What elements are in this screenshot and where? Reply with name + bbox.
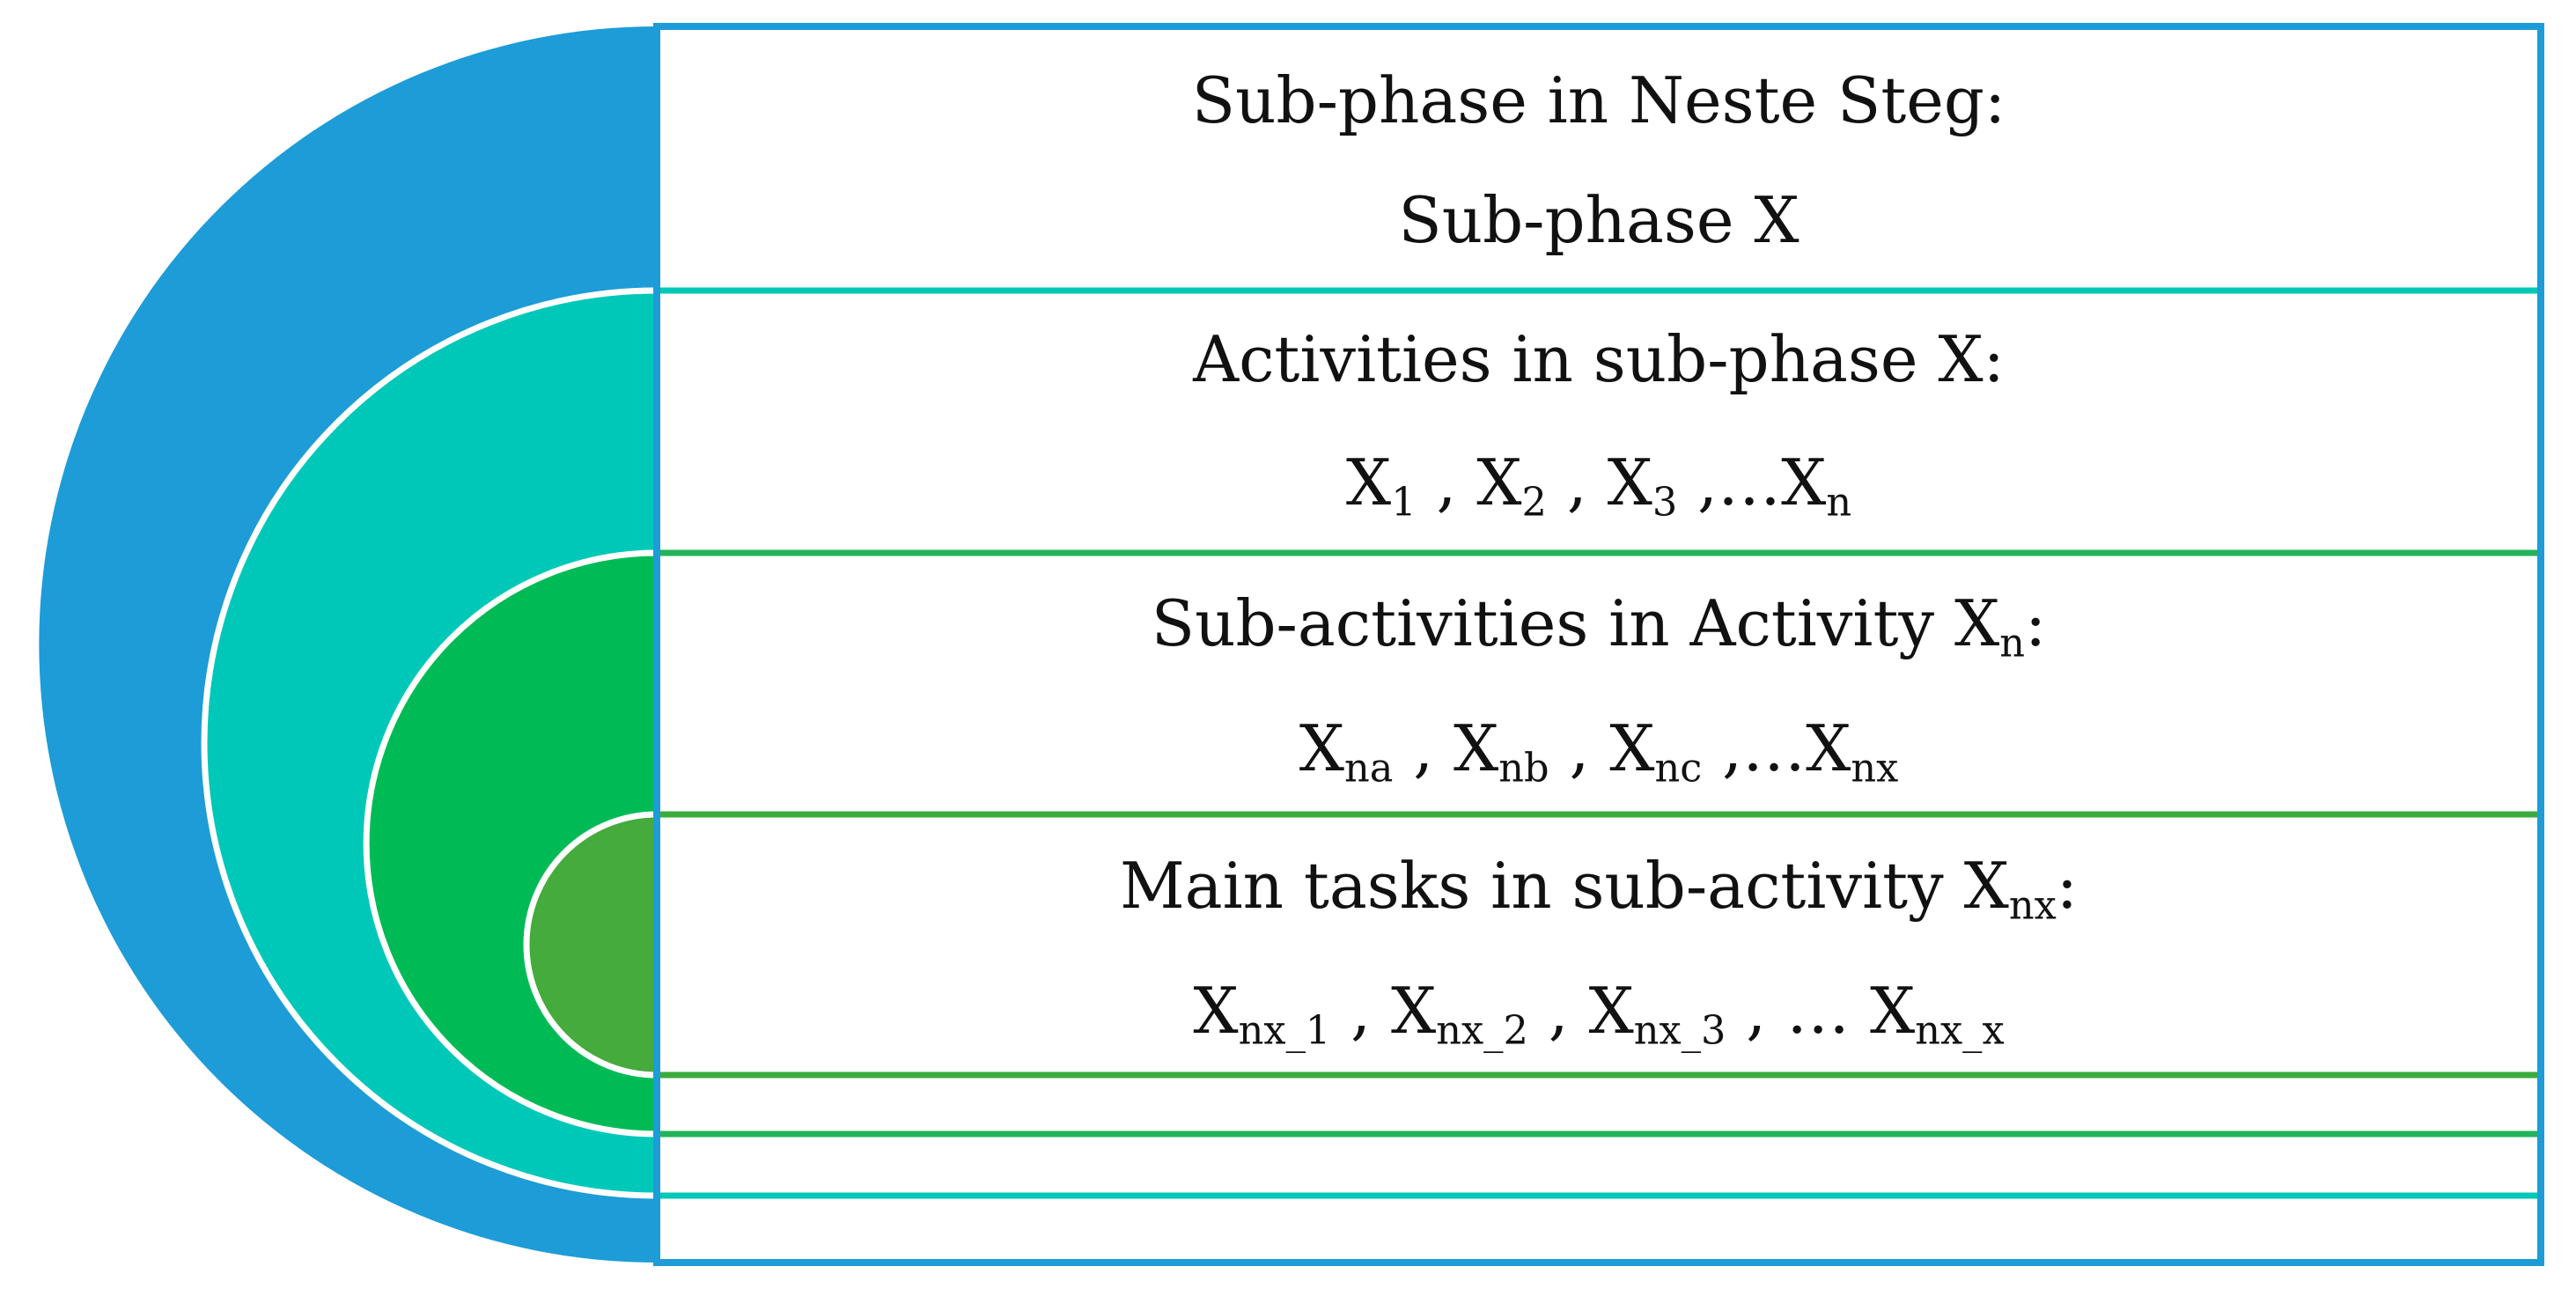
separator: ,	[1549, 711, 1610, 785]
variable-subscript: nb	[1498, 745, 1549, 792]
variable: X	[1299, 711, 1344, 785]
subphase-value: Sub-phase X	[1398, 183, 1800, 257]
variable-subscript: nx_2	[1436, 1007, 1528, 1054]
label-text: Main tasks in sub-activity	[1119, 849, 1964, 923]
variable-subscript: 3	[1652, 479, 1678, 526]
activities-list: X1 , X2 , X3 ,…Xn	[657, 451, 2541, 522]
subactivities-title: Sub-activities in Activity Xn:	[657, 592, 2541, 663]
label-text: :	[2024, 586, 2047, 660]
maintasks-semicircle	[523, 811, 660, 1079]
variable: X	[1609, 711, 1655, 785]
variable: X	[1345, 446, 1392, 519]
separator: , …	[1726, 974, 1870, 1048]
separator: ,	[1393, 711, 1454, 785]
variable: X	[1454, 711, 1499, 785]
label-text: :	[2056, 849, 2079, 923]
variable-subscript: nx	[2008, 882, 2057, 929]
variable-subscript: nx_1	[1238, 1007, 1331, 1054]
variable-subscript: nx_3	[1633, 1007, 1726, 1054]
variable: X	[1963, 849, 2009, 923]
variable-subscript: 1	[1391, 479, 1417, 526]
variable: X	[1476, 446, 1522, 519]
variable-subscript: n	[1999, 620, 2025, 666]
separator: ,	[1416, 446, 1477, 519]
variable: X	[1954, 586, 2000, 660]
separator: ,	[1330, 974, 1391, 1048]
variable-subscript: nx_x	[1915, 1007, 2005, 1054]
subactivities-list: Xna , Xnb , Xnc ,…Xnx	[657, 717, 2541, 788]
variable-subscript: nc	[1654, 745, 1703, 792]
maintasks-list: Xnx_1 , Xnx_2 , Xnx_3 , … Xnx_x	[657, 979, 2541, 1050]
variable-subscript: nx	[1851, 745, 1899, 792]
variable: X	[1390, 974, 1437, 1048]
variable: X	[1869, 974, 1916, 1048]
variable-subscript: n	[1826, 479, 1852, 526]
variable: X	[1806, 711, 1851, 785]
maintasks-title: Main tasks in sub-activity Xnx:	[657, 854, 2541, 925]
separator: ,	[1546, 446, 1608, 519]
separator: ,…	[1702, 711, 1807, 785]
outer-frame	[653, 23, 2544, 1266]
label-text: Sub-activities in Activity	[1151, 586, 1954, 660]
maintasks-bar	[653, 811, 2544, 1079]
variable: X	[1588, 974, 1634, 1048]
activities-title: Activities in sub-phase X:	[1193, 322, 2005, 396]
variable: X	[1607, 446, 1652, 519]
variable: X	[1781, 446, 1827, 519]
variable: X	[1193, 974, 1239, 1048]
separator: ,	[1527, 974, 1589, 1048]
variable-subscript: na	[1344, 745, 1394, 792]
variable-subscript: 2	[1521, 479, 1547, 526]
subphase-title: Sub-phase in Neste Steg:	[1191, 63, 2006, 137]
separator: ,…	[1677, 446, 1782, 519]
